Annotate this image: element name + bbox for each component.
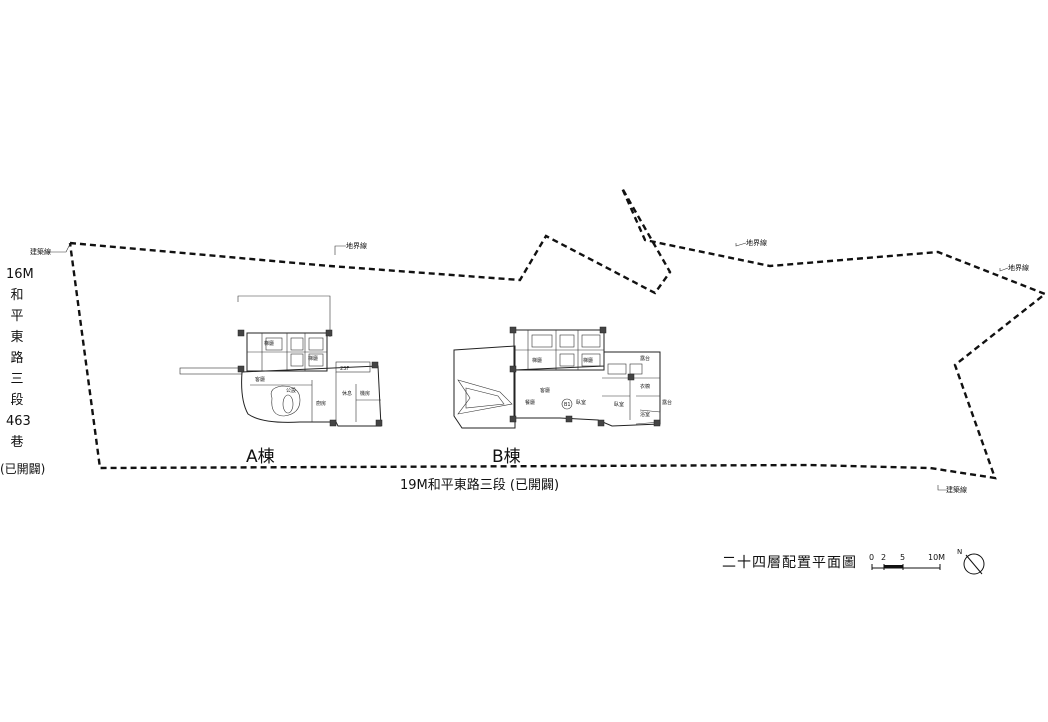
lot-line-label-top: 地界線 — [346, 242, 367, 250]
svg-text:廚房: 廚房 — [316, 400, 326, 407]
road-left-char: 463 — [6, 414, 31, 429]
svg-text:梯廳: 梯廳 — [532, 357, 542, 364]
svg-text:機房: 機房 — [360, 390, 370, 397]
scale-bar — [871, 564, 941, 570]
road-bottom-label: 19M和平東路三段 (已開闢) — [400, 478, 560, 493]
road-left-char: 段 — [10, 393, 24, 408]
building-line-label-bottom: 建築線 — [946, 486, 967, 494]
svg-text:梯廳: 梯廳 — [308, 355, 318, 362]
lot-line-label-right-2: 地界線 — [1008, 264, 1029, 272]
road-left-label: 16M 和 平 東 路 三 段 463 巷 — [6, 264, 34, 453]
svg-text:臥室: 臥室 — [576, 399, 586, 406]
svg-text:浴室: 浴室 — [640, 411, 650, 418]
road-left-char: 巷 — [10, 435, 24, 450]
road-left-char: 東 — [10, 330, 24, 345]
tower-a-label: A棟 — [246, 447, 275, 467]
lot-line-label-right-1: 地界線 — [746, 239, 767, 247]
tower-a-floorplan: 客廳 梯廳 梯廳 23F 公設 休息 機房 廚房 — [179, 295, 383, 427]
road-left-char: 三 — [10, 372, 24, 387]
svg-text:餐廳: 餐廳 — [525, 399, 535, 406]
road-left-status: (已開闢) — [0, 462, 46, 476]
svg-text:B1: B1 — [564, 402, 571, 408]
scale-tick-2: 2 — [881, 553, 887, 562]
north-label: N — [957, 548, 963, 556]
svg-text:23F: 23F — [340, 366, 349, 372]
boundary-leaders — [46, 242, 1009, 491]
svg-text:露台: 露台 — [640, 355, 650, 362]
tower-b-floorplan: B1 梯廳 梯廳 客廳 餐廳 臥室 臥室 衣櫥 浴室 露台 露台 — [453, 326, 672, 429]
scale-tick-5: 5 — [900, 553, 906, 562]
svg-text:衣櫥: 衣櫥 — [640, 383, 650, 390]
svg-text:客廳: 客廳 — [540, 387, 550, 394]
svg-text:公設: 公設 — [286, 387, 296, 394]
road-left-char: 16M — [6, 267, 34, 282]
road-left-char: 平 — [10, 309, 24, 324]
north-arrow-icon — [963, 553, 985, 575]
svg-text:梯廳: 梯廳 — [264, 340, 274, 347]
scale-tick-0: 0 — [869, 553, 875, 562]
site-boundary-line — [68, 187, 1048, 480]
tower-b-label: B棟 — [492, 447, 521, 467]
svg-text:梯廳: 梯廳 — [583, 357, 593, 364]
road-left-char: 和 — [10, 288, 24, 303]
road-left-char: 路 — [10, 351, 24, 366]
building-line-label-left: 建築線 — [30, 248, 51, 256]
plan-title: 二十四層配置平面圖 — [722, 555, 857, 571]
svg-text:臥室: 臥室 — [614, 401, 624, 408]
scale-tick-10m: 10M — [928, 553, 946, 562]
svg-text:露台: 露台 — [662, 399, 672, 406]
svg-text:客廳: 客廳 — [255, 376, 265, 383]
svg-text:休息: 休息 — [342, 390, 352, 397]
